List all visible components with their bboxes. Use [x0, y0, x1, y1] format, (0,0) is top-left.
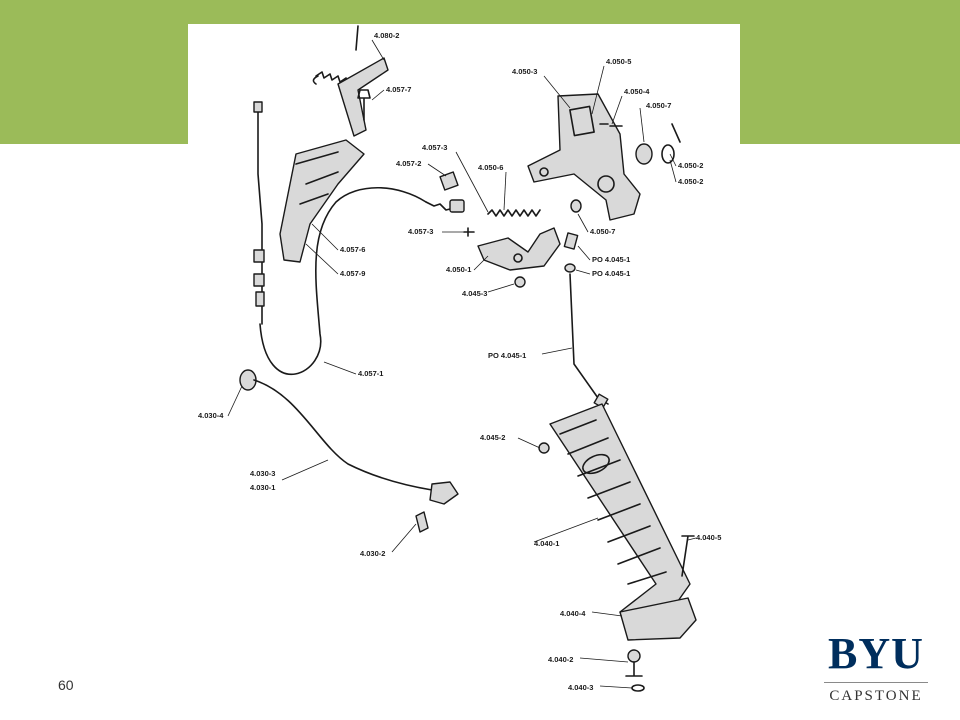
cotter-pin — [671, 123, 681, 143]
return-spring — [487, 209, 541, 217]
callout-4040-4: 4.040-4 — [560, 609, 586, 618]
callout-po-4045-1-a: PO 4.045-1 — [592, 255, 630, 264]
callout-4030-4: 4.030-4 — [198, 411, 224, 420]
floor-screw — [681, 535, 695, 577]
callout-4030-2: 4.030-2 — [360, 549, 385, 558]
cable-clip — [439, 171, 459, 191]
callout-4050-6: 4.050-6 — [478, 163, 503, 172]
byu-capstone-logo: BYU CAPSTONE — [816, 632, 936, 712]
callout-4057-6: 4.057-6 — [340, 245, 365, 254]
pedal-nut — [538, 442, 550, 454]
callout-4030-1: 4.030-1 — [250, 483, 275, 492]
logo-wordmark: BYU — [828, 629, 924, 678]
pedal-emblem-icon — [582, 453, 610, 475]
callout-4057-9: 4.057-9 — [340, 269, 365, 278]
callout-4050-7-lower: 4.050-7 — [590, 227, 615, 236]
exploded-parts-diagram: 4.080-2 4.057-7 4.050-3 4.050-5 4.050-4 … — [188, 24, 740, 696]
callout-4057-3-upper: 4.057-3 — [422, 143, 447, 152]
callout-4045-3: 4.045-3 — [462, 289, 487, 298]
callout-4050-2-b: 4.050-2 — [678, 177, 703, 186]
ball-stud — [627, 649, 641, 663]
logo-subtitle: CAPSTONE — [829, 688, 923, 704]
callout-4040-1: 4.040-1 — [534, 539, 559, 548]
choke-cable — [253, 379, 433, 491]
callout-4040-5: 4.040-5 — [696, 533, 721, 542]
callout-4057-7: 4.057-7 — [386, 85, 411, 94]
bushing — [635, 143, 653, 165]
callout-4050-7-upper: 4.050-7 — [646, 101, 671, 110]
upper-bracket — [337, 57, 389, 137]
slide-page-number: 60 — [58, 677, 74, 693]
logo-divider — [824, 682, 928, 683]
callout-4050-5: 4.050-5 — [606, 57, 631, 66]
retaining-clip — [631, 684, 645, 692]
callout-4080-2: 4.080-2 — [374, 31, 399, 40]
lever-nut — [514, 276, 526, 288]
callout-4040-2: 4.040-2 — [548, 655, 573, 664]
callout-4050-1: 4.050-1 — [446, 265, 471, 274]
control-rod — [257, 103, 263, 325]
choke-clip — [415, 511, 429, 533]
callout-4050-2-a: 4.050-2 — [678, 161, 703, 170]
callout-4050-4: 4.050-4 — [624, 87, 650, 96]
throttle-lever — [477, 227, 561, 271]
callout-4057-2: 4.057-2 — [396, 159, 421, 168]
pedal-shaft-bracket — [527, 93, 641, 221]
callout-4050-3: 4.050-3 — [512, 67, 537, 76]
parts-drawing: 4.080-2 4.057-7 4.050-3 4.050-5 4.050-4 … — [198, 25, 721, 692]
callout-po-4045-1-b: PO 4.045-1 — [592, 269, 630, 278]
accelerator-pedal — [549, 403, 691, 625]
callout-4030-3: 4.030-3 — [250, 469, 275, 478]
callout-4040-3: 4.040-3 — [568, 683, 593, 692]
main-mounting-bracket — [279, 139, 365, 263]
callout-po-4045-1-c: PO 4.045-1 — [488, 351, 526, 360]
callout-4045-2: 4.045-2 — [480, 433, 505, 442]
pedal-hinge — [619, 597, 697, 641]
washer — [661, 144, 675, 164]
throttle-cable — [259, 187, 427, 375]
pedal-rod — [569, 273, 609, 405]
bracket-bolt — [357, 89, 371, 121]
callout-4057-3-lower: 4.057-3 — [408, 227, 433, 236]
callout-4057-1: 4.057-1 — [358, 369, 383, 378]
